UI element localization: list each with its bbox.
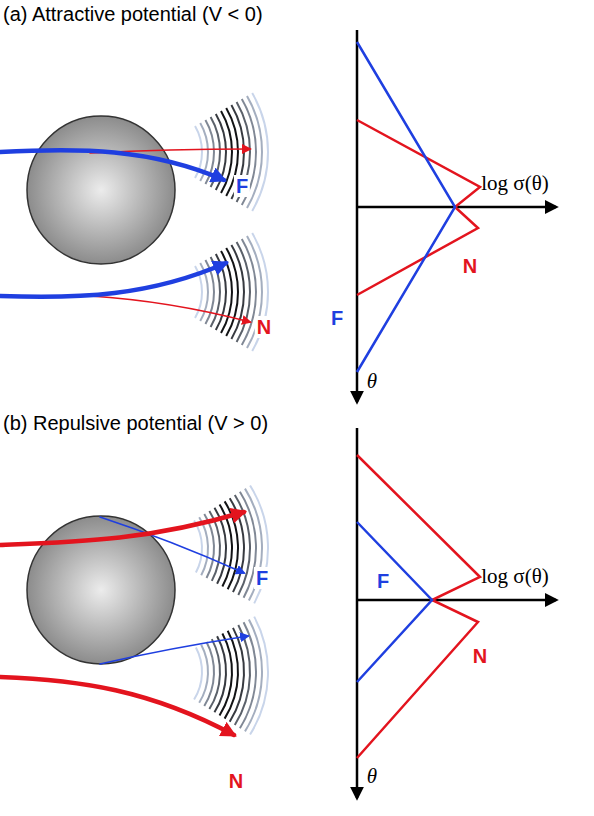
wave-front [225, 631, 238, 719]
ray-path [0, 263, 226, 297]
wave-front [194, 648, 202, 700]
wave-front [204, 642, 214, 706]
wave-front [209, 639, 220, 709]
cross-section-curve [357, 522, 432, 682]
ray-label: F [234, 175, 250, 197]
ray-path [100, 517, 244, 573]
scattering-sphere [27, 116, 175, 264]
cross-section-curve [357, 455, 480, 758]
panel-heading: (a) Attractive potential (V < 0) [3, 3, 263, 25]
axis-label: log σ(θ) [481, 565, 548, 588]
ray-label: N [227, 770, 245, 792]
ray-path [100, 636, 248, 664]
wave-front [220, 634, 232, 716]
wave-front [199, 517, 208, 575]
sigma-axis [357, 599, 556, 602]
curve-label: N [471, 645, 489, 667]
ray-path [0, 512, 244, 545]
curve-label: N [461, 255, 479, 277]
wave-front [194, 520, 202, 572]
wave-front [214, 636, 226, 712]
curve-label: F [375, 570, 391, 592]
wave-front [252, 93, 268, 211]
curve-label: F [329, 307, 345, 329]
ray-label: N [255, 316, 273, 338]
wave-front [250, 617, 268, 735]
cross-section-curve [357, 42, 455, 372]
axis-label: log σ(θ) [481, 172, 548, 195]
panel-heading: (b) Repulsive potential (V > 0) [3, 412, 268, 434]
axis-label: θ [367, 765, 377, 788]
wave-front [231, 245, 244, 339]
ray-path [0, 677, 234, 735]
wave-front [199, 645, 208, 703]
ray-path [0, 150, 224, 180]
ray-path [90, 296, 250, 322]
wave-front [226, 248, 238, 336]
wave-front [230, 628, 244, 722]
wave-front [235, 495, 250, 595]
wave-front [237, 242, 250, 342]
wave-front [235, 625, 250, 725]
ray-label: F [254, 567, 270, 589]
theta-axis [356, 428, 359, 798]
theta-axis [356, 30, 359, 402]
axis-label: θ [367, 370, 377, 393]
